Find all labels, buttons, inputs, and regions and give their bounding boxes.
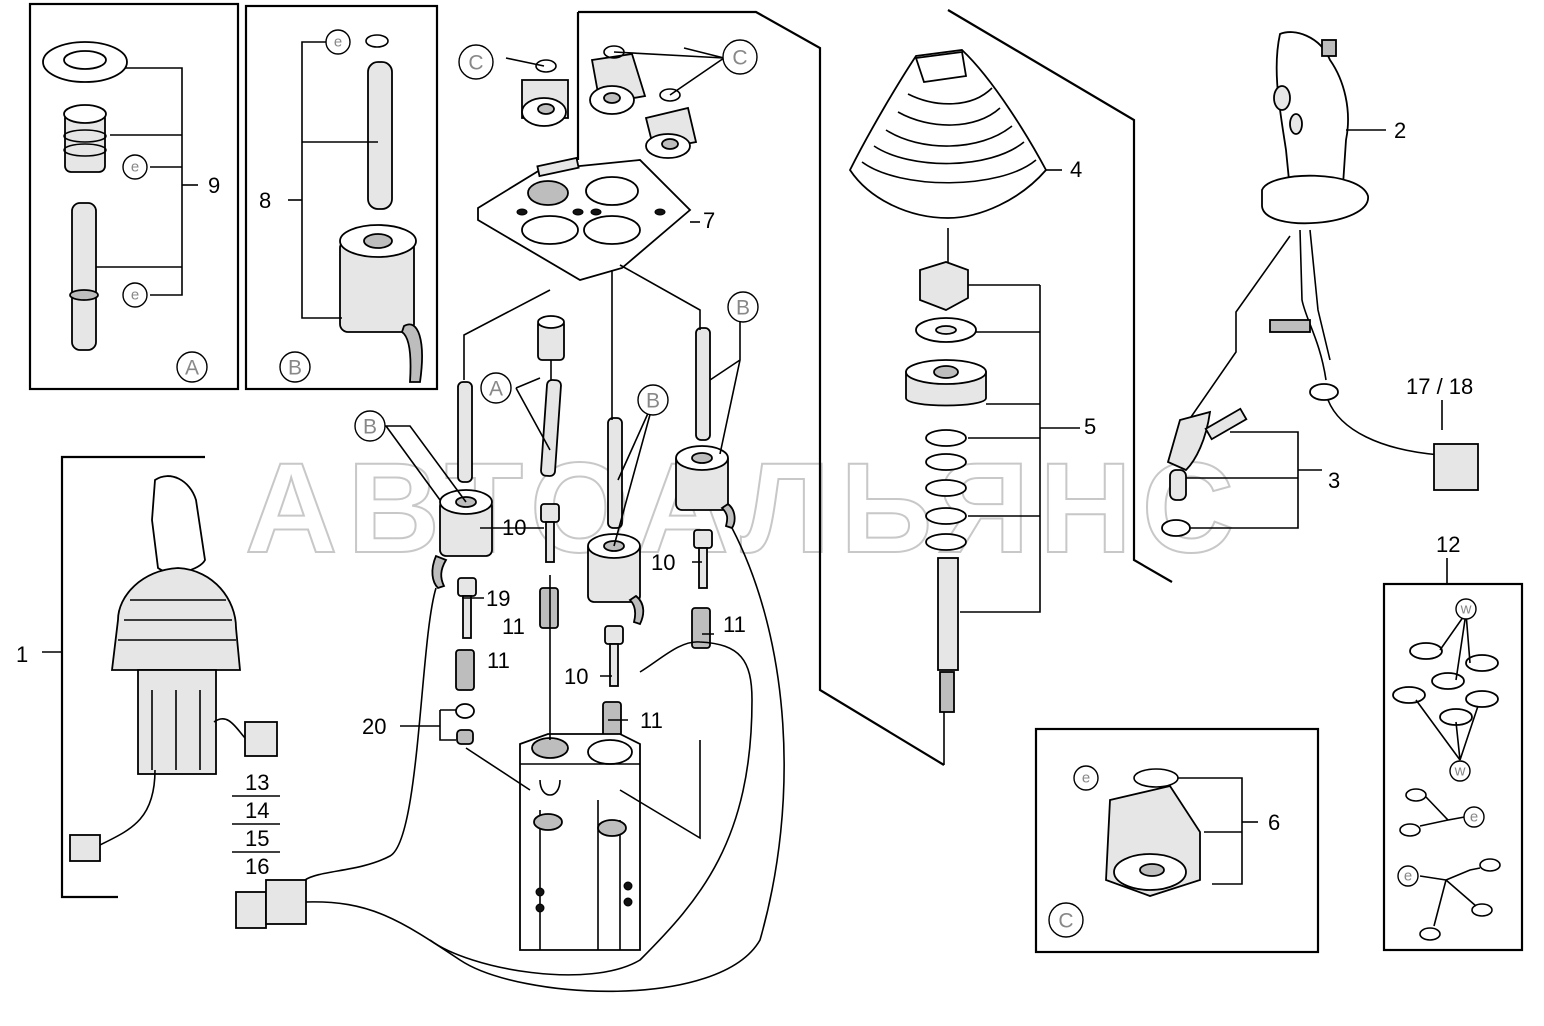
ref-c1: C: [468, 52, 483, 75]
callout-7: 7: [703, 208, 715, 233]
detail-box-b: [244, 4, 439, 391]
seals-b: [431, 445, 736, 626]
callout-3: 3: [1328, 468, 1340, 493]
ref-circle-w1: [1455, 598, 1477, 620]
screws-springs: [455, 503, 713, 745]
ref-b2: B: [736, 297, 750, 320]
ref-circle-e6: [1397, 865, 1419, 887]
ref-e2: e: [131, 287, 139, 304]
ref-circle-a2: [480, 372, 512, 404]
ref-a2: A: [489, 378, 503, 401]
plungers: [457, 315, 711, 529]
callout-8: 8: [259, 188, 271, 213]
ref-e4: e: [1082, 770, 1090, 787]
callout-2: 2: [1394, 118, 1406, 143]
watermark: АВТОАЛЬЯНС: [245, 437, 1244, 580]
callout-1: 1: [16, 642, 28, 667]
callout-numbers: 1 2 3 4 5 6 7 8 9 10 10 10 11 11 11 11 1…: [16, 118, 1473, 879]
callout-12: 12: [1436, 532, 1460, 557]
ref-circle-b1: [279, 351, 311, 383]
ref-circle-e3: [325, 29, 351, 55]
callout-9: 9: [208, 173, 220, 198]
callout-19: 19: [486, 586, 510, 611]
callout-16: 16: [245, 854, 269, 879]
ref-b1: B: [288, 357, 302, 380]
ref-w2: w: [1454, 763, 1466, 780]
callout-10b: 10: [651, 550, 675, 575]
ref-circle-e1: [122, 154, 148, 180]
callout-5: 5: [1084, 414, 1096, 439]
callout-6: 6: [1268, 810, 1280, 835]
ref-c2: C: [732, 47, 747, 70]
ref-e5: e: [1470, 809, 1478, 826]
part-3: [1161, 407, 1322, 537]
callout-17-18: 17 / 18: [1406, 374, 1473, 399]
ref-circle-b2: [727, 291, 759, 323]
ref-circle-e4: [1073, 765, 1099, 791]
ref-circle-e2: [122, 282, 148, 308]
main-leaders: [372, 264, 741, 741]
callout-4: 4: [1070, 157, 1082, 182]
valve-body: [519, 733, 641, 951]
boot-and-kit-5: [848, 9, 1173, 765]
wiring-harness: [235, 527, 785, 993]
callout-10a: 10: [502, 515, 526, 540]
callout-11a: 11: [502, 614, 525, 639]
ref-circle-c3: [1048, 902, 1084, 938]
detail-box-1: [42, 455, 278, 899]
ref-w1: w: [1460, 601, 1472, 618]
detail-box-c: [1034, 727, 1320, 954]
ref-circle-w2: [1449, 760, 1471, 782]
callout-11d: 11: [640, 708, 663, 733]
ref-circle-a1: [176, 351, 208, 383]
plate-7: [477, 156, 700, 281]
ref-b4: B: [363, 416, 377, 439]
callout-11c: 11: [723, 612, 746, 637]
ref-e3: e: [334, 34, 342, 51]
ref-e1: e: [131, 159, 139, 176]
callout-11b: 11: [487, 648, 510, 673]
ref-circle-b3: [637, 384, 669, 416]
fittings-c: [505, 45, 725, 159]
reference-markers: A B C C B A B B C e e e e e e w w: [122, 29, 1485, 938]
handle-2: [1181, 31, 1479, 491]
ref-e6: e: [1404, 868, 1412, 885]
ref-c3: C: [1058, 910, 1073, 933]
callout-20: 20: [362, 714, 386, 739]
ref-circle-b4: [354, 410, 386, 442]
ref-circle-e5: [1463, 806, 1485, 828]
callout-10c: 10: [564, 664, 588, 689]
ref-circle-c1: [458, 44, 494, 80]
callout-15: 15: [245, 826, 269, 851]
ref-a1: A: [185, 357, 199, 380]
callout-13: 13: [245, 770, 269, 795]
main-assembly-outline: [576, 10, 945, 766]
callout-14: 14: [245, 798, 269, 823]
kit-box-12: [1382, 558, 1524, 952]
ref-circle-c2: [722, 39, 758, 75]
detail-box-a: [28, 2, 240, 391]
ref-b3: B: [646, 390, 660, 413]
